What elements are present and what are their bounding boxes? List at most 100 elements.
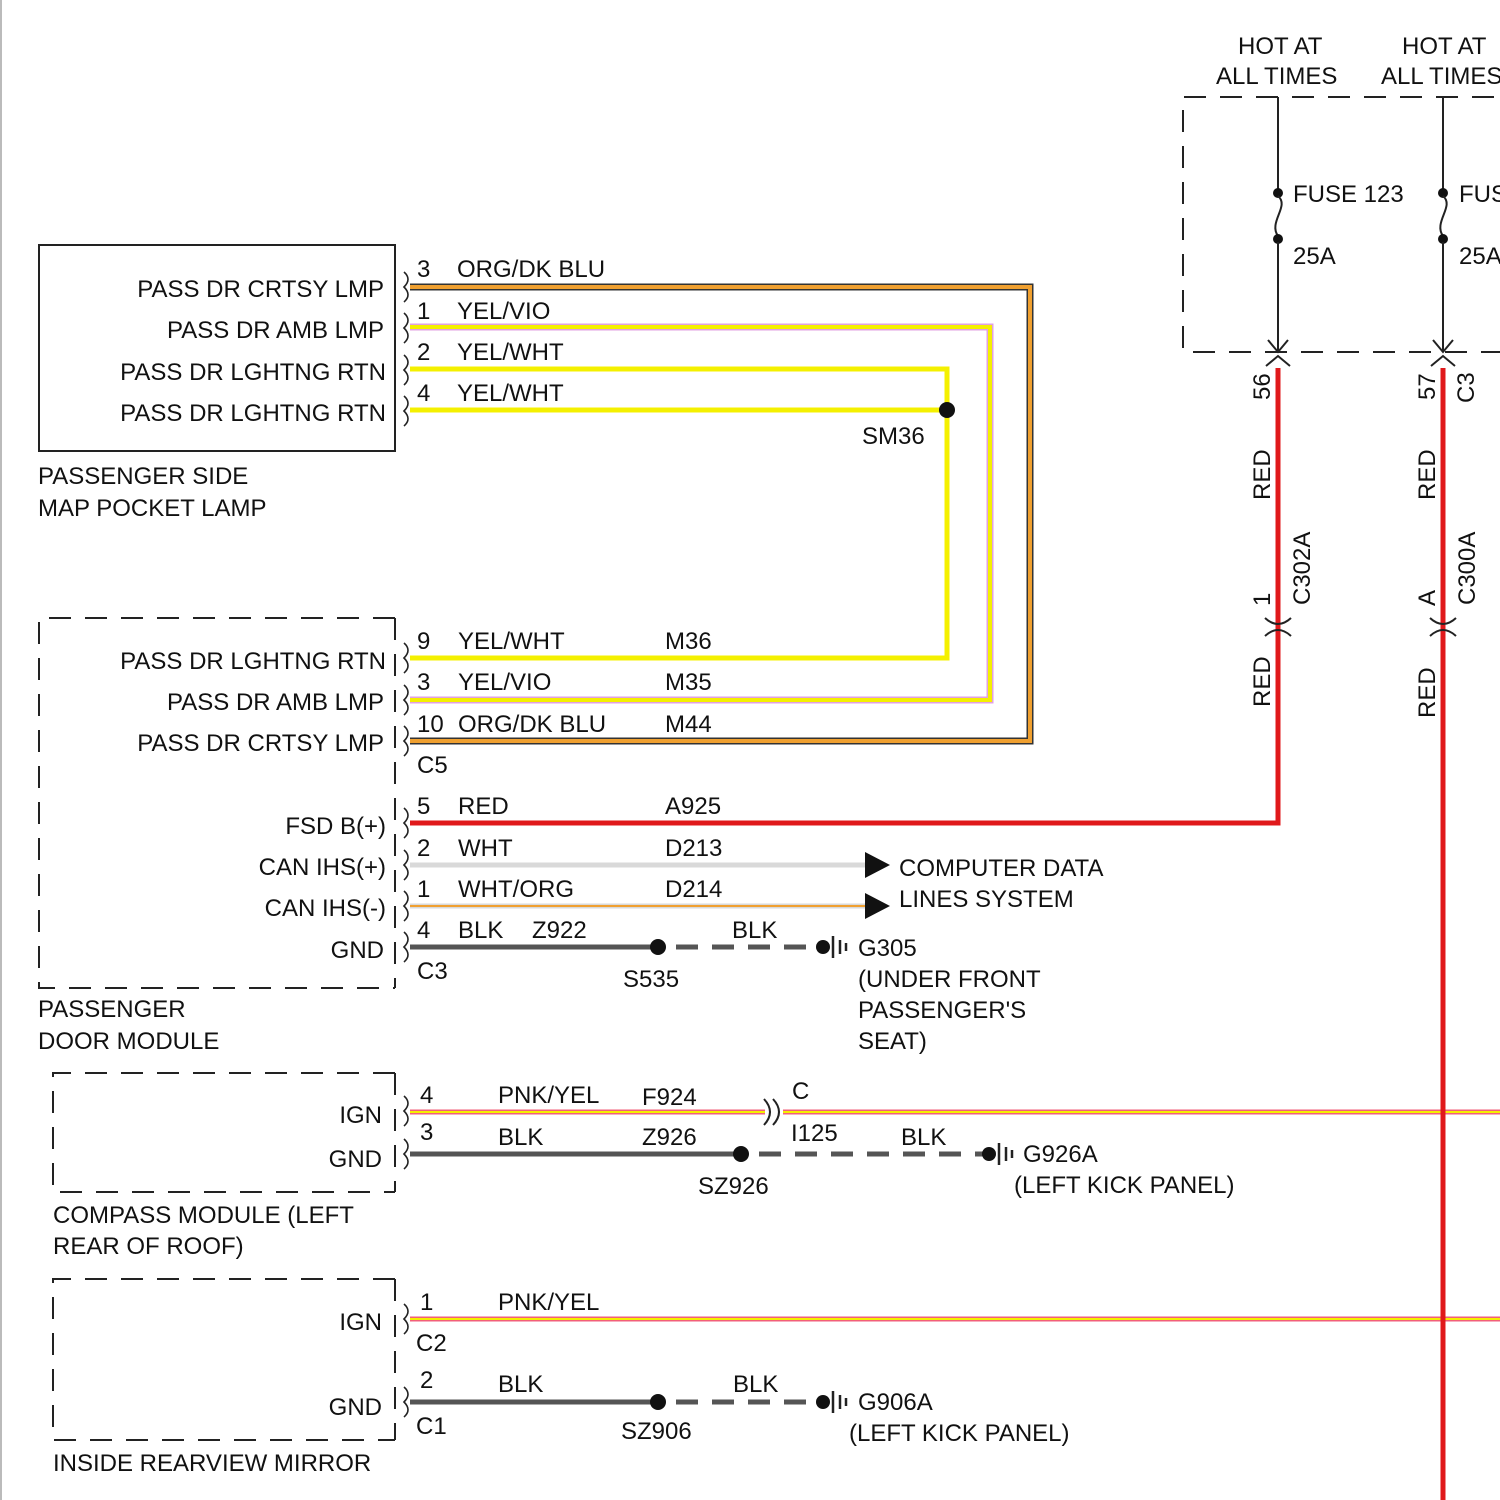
- hot-label-2a: HOT AT: [1402, 33, 1487, 60]
- lamp-color-3: YEL/WHT: [457, 339, 564, 366]
- door-label-5: CAN IHS(+): [259, 854, 386, 881]
- compass-title-2: REAR OF ROOF): [53, 1233, 244, 1260]
- c3-circuit-2: D213: [665, 835, 722, 862]
- c3-pin-2: 2: [417, 835, 430, 862]
- compass-gnd-color: BLK: [498, 1124, 543, 1151]
- compass-title-1: COMPASS MODULE (LEFT: [53, 1202, 354, 1229]
- mirror-ign-label: IGN: [339, 1309, 382, 1336]
- compass-gnd-label: GND: [329, 1146, 382, 1173]
- mirror-gnd-color: BLK: [498, 1371, 543, 1398]
- compass-pin-4: 4: [420, 1082, 433, 1109]
- fuse-2-rating: 25A: [1459, 243, 1500, 270]
- red-label-l1: RED: [1249, 449, 1276, 500]
- data-lines-1: COMPUTER DATA: [899, 855, 1103, 882]
- fuse-123-label: FUSE 123: [1293, 181, 1404, 208]
- red-label-r2: RED: [1414, 667, 1441, 718]
- arrow-d213-icon: [865, 852, 890, 878]
- compass-ign-color: PNK/YEL: [498, 1082, 599, 1109]
- g906a-1: G906A: [858, 1389, 933, 1416]
- c3-pin-5: 5: [417, 793, 430, 820]
- c3-circuit-1: A925: [665, 793, 721, 820]
- door-label-4: FSD B(+): [285, 813, 386, 840]
- pin-a-c300a: A: [1414, 590, 1441, 606]
- fuse-2-label: FUSE: [1459, 181, 1500, 208]
- c5-color-2: YEL/VIO: [458, 669, 551, 696]
- c5-color-1: YEL/WHT: [458, 628, 565, 655]
- arrow-d214-icon: [865, 893, 890, 919]
- lamp-pin-1: 1: [417, 298, 430, 325]
- fuse-123-rating: 25A: [1293, 243, 1336, 270]
- conn-c300a: C300A: [1454, 532, 1481, 605]
- c5-circuit-2: M35: [665, 669, 712, 696]
- g906a-2: (LEFT KICK PANEL): [849, 1420, 1070, 1447]
- hot-label-1a: HOT AT: [1238, 33, 1323, 60]
- lamp-title-1: PASSENGER SIDE: [38, 463, 248, 490]
- c3-color-4: BLK: [458, 917, 503, 944]
- hot-label-2b: ALL TIMES: [1381, 63, 1500, 90]
- splice-sz906-label: SZ906: [621, 1418, 692, 1445]
- splice-sz926: [733, 1146, 749, 1162]
- red-label-l2: RED: [1249, 656, 1276, 707]
- g926a-2: (LEFT KICK PANEL): [1014, 1172, 1235, 1199]
- conn-c302a: C302A: [1289, 532, 1316, 605]
- splice-s535-label: S535: [623, 966, 679, 993]
- compass-box: [53, 1073, 395, 1192]
- mirror-ign-color: PNK/YEL: [498, 1289, 599, 1316]
- inline-conn-pin: C: [792, 1078, 809, 1105]
- lamp-color-4: YEL/WHT: [457, 380, 564, 407]
- c5-pin-9: 9: [417, 628, 430, 655]
- rearview-mirror: IGN GND INSIDE REARVIEW MIRROR 1 PNK/YEL…: [53, 1279, 1500, 1477]
- compass-ign-circuit: F924: [642, 1084, 697, 1111]
- lamp-pin-label-2: PASS DR AMB LMP: [167, 317, 384, 344]
- mirror-pin-2: 2: [420, 1367, 433, 1394]
- lamp-color-1: ORG/DK BLU: [457, 256, 605, 283]
- splice-sm36-label: SM36: [862, 423, 925, 450]
- inline-conn-name: I125: [791, 1120, 838, 1147]
- c5-pin-10: 10: [417, 711, 444, 738]
- pin-57: 57: [1414, 373, 1441, 400]
- g305-4: SEAT): [858, 1028, 927, 1055]
- mirror-gnd-label: GND: [329, 1394, 382, 1421]
- g926a-1: G926A: [1023, 1141, 1098, 1168]
- mirror-conn-c2: C2: [416, 1330, 447, 1357]
- door-label-2: PASS DR AMB LMP: [167, 689, 384, 716]
- mirror-title: INSIDE REARVIEW MIRROR: [53, 1450, 371, 1477]
- pin-1-c302a: 1: [1249, 593, 1276, 606]
- c3-circuit-4: Z922: [532, 917, 587, 944]
- fuse-2-icon: [1440, 196, 1446, 236]
- lamp-pin-4: 4: [417, 380, 430, 407]
- c5-circuit-1: M36: [665, 628, 712, 655]
- mirror-pin-1: 1: [420, 1289, 433, 1316]
- splice-sm36: [939, 402, 955, 418]
- pin-56: 56: [1249, 373, 1276, 400]
- door-label-7: GND: [331, 937, 384, 964]
- lamp-pin-label-4: PASS DR LGHTNG RTN: [120, 400, 386, 427]
- lamp-pin-label-3: PASS DR LGHTNG RTN: [120, 359, 386, 386]
- compass-module: IGN GND COMPASS MODULE (LEFT REAR OF ROO…: [53, 1073, 1500, 1260]
- c5-circuit-3: M44: [665, 711, 712, 738]
- lamp-pin-2: 2: [417, 339, 430, 366]
- splice-sz906: [650, 1394, 666, 1410]
- lamp-pin-3: 3: [417, 256, 430, 283]
- hot-label-1b: ALL TIMES: [1216, 63, 1337, 90]
- c3-pin-4: 4: [417, 917, 430, 944]
- compass-gnd-circuit: Z926: [642, 1124, 697, 1151]
- lamp-color-2: YEL/VIO: [457, 298, 550, 325]
- mirror-gnd-wire-color: BLK: [733, 1371, 778, 1398]
- door-label-3: PASS DR CRTSY LMP: [137, 730, 384, 757]
- fuse-box: HOT AT ALL TIMES HOT AT ALL TIMES FUSE 1…: [1183, 33, 1500, 366]
- fuse-123-icon: [1275, 196, 1281, 236]
- mirror-conn-c1: C1: [416, 1413, 447, 1440]
- c5-color-3: ORG/DK BLU: [458, 711, 606, 738]
- splice-sz926-label: SZ926: [698, 1173, 769, 1200]
- g305-2: (UNDER FRONT: [858, 966, 1041, 993]
- lamp-pin-label-1: PASS DR CRTSY LMP: [137, 276, 384, 303]
- compass-ign-label: IGN: [339, 1102, 382, 1129]
- c3-name: C3: [417, 958, 448, 985]
- c3-color-3: WHT/ORG: [458, 876, 574, 903]
- data-lines-2: LINES SYSTEM: [899, 886, 1074, 913]
- fuse-box-outline: [1183, 97, 1500, 352]
- c3-color-1: RED: [458, 793, 509, 820]
- compass-pin-3: 3: [420, 1119, 433, 1146]
